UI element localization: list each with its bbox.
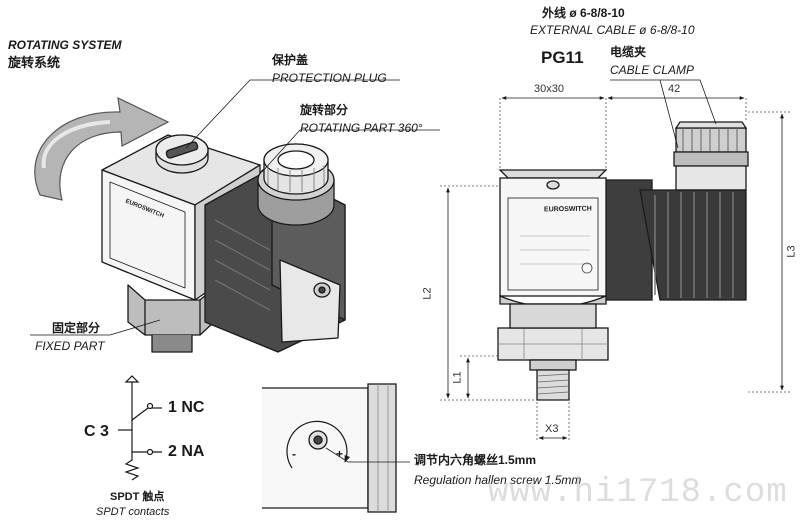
watermark: www.hi1718.com xyxy=(488,474,788,512)
main-body xyxy=(101,134,261,301)
regulation-label-cn: 调节内六角螺丝1.5mm xyxy=(414,453,537,467)
dim-l2: L2 xyxy=(421,287,434,300)
rotating-part-label-en: ROTATING PART 360° xyxy=(300,121,423,135)
dim-l3: L3 xyxy=(785,245,798,258)
protection-plug xyxy=(155,134,209,174)
leader-lines-right xyxy=(610,79,717,149)
protection-plug-label-en: PROTECTION PLUG xyxy=(272,71,387,85)
cable-gland xyxy=(257,143,335,226)
regulation-label-en: Regulation hallen screw 1.5mm xyxy=(414,473,582,487)
rotating-system-label-cn: 旋转系统 xyxy=(8,55,61,70)
sign-plus: + xyxy=(336,447,344,461)
dim-width-cable: 42 xyxy=(668,83,681,95)
spdt-label-cn: SPDT 触点 xyxy=(110,491,165,503)
device-front-view xyxy=(497,121,749,401)
spdt-label-en: SPDT contacts xyxy=(96,506,170,518)
spdt-schematic xyxy=(118,375,162,481)
regulation-detail xyxy=(262,383,410,513)
rotating-part-label-cn: 旋转部分 xyxy=(300,103,349,117)
external-cable-label-cn: 外线 ø 6-8/8-10 xyxy=(542,6,625,20)
main-body-front xyxy=(498,169,608,308)
contact-nc-label: 1 NC xyxy=(168,399,205,416)
fixed-part-label-en: FIXED PART xyxy=(35,339,105,353)
dim-x3: X3 xyxy=(545,423,559,435)
device-isometric xyxy=(101,134,346,353)
protection-plug-label-cn: 保护盖 xyxy=(272,53,309,67)
contact-na-label: 2 NA xyxy=(168,443,205,460)
connector-side xyxy=(601,179,747,301)
external-cable-label-en: EXTERNAL CABLE ø 6-8/8-10 xyxy=(530,23,695,37)
dim-width-body: 30x30 xyxy=(534,83,564,95)
dim-l1: L1 xyxy=(451,371,464,384)
brand-front: EUROSWITCH xyxy=(543,205,592,214)
pg11-label: PG11 xyxy=(541,48,584,67)
cable-clamp-label-en: CABLE CLAMP xyxy=(610,63,695,77)
leader-lines-left xyxy=(30,79,440,336)
fixed-part-label-cn: 固定部分 xyxy=(52,321,101,335)
rotating-system-label-en: ROTATING SYSTEM xyxy=(8,38,122,52)
cable-clamp-label-cn: 电缆夹 xyxy=(610,45,647,59)
fitting-front xyxy=(497,303,609,401)
dimension-lines xyxy=(440,96,790,442)
rotating-arrow-icon xyxy=(34,96,170,201)
sign-minus: - xyxy=(292,447,296,461)
contact-c-label: C 3 xyxy=(84,423,109,440)
cable-clamp xyxy=(673,121,749,191)
